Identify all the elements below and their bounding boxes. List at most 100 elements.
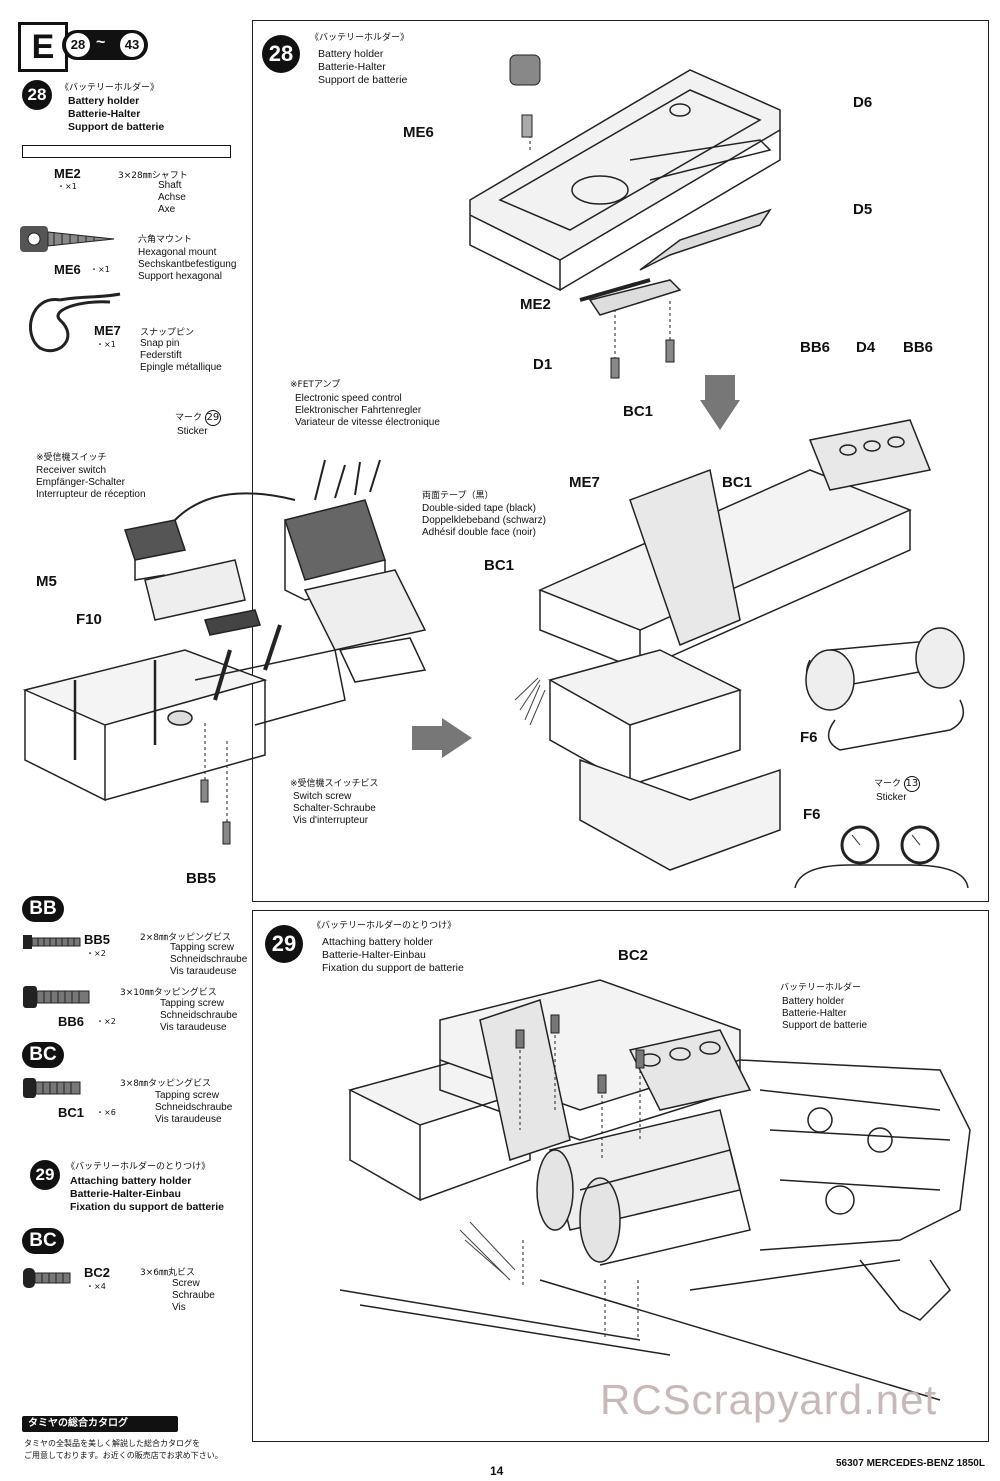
label-d6: D6	[853, 94, 873, 111]
bb5-jp: 2×8㎜タッピングビス	[140, 933, 231, 943]
tape-en: Double-sided tape (black)	[422, 503, 536, 514]
label-me2: ME2	[520, 296, 551, 313]
shaft-scale-box	[22, 145, 231, 158]
mark29-num: 29	[204, 410, 221, 426]
mark13-jp: マーク 13	[874, 776, 920, 792]
panel29-en: Attaching battery holder	[322, 936, 433, 948]
step28-panel	[252, 20, 989, 902]
bb6-en: Tapping screw	[160, 998, 224, 1009]
label-bb5: BB5	[186, 870, 217, 887]
fet-de: Elektronischer Fahrtenregler	[295, 405, 422, 416]
bb6-de: Schneidschraube	[160, 1010, 238, 1021]
me2-jp: 3×28㎜シャフト	[118, 171, 188, 181]
bb5-fr: Vis taraudeuse	[170, 966, 237, 977]
tape-jp: 両面テープ（黒）	[422, 491, 494, 501]
me6-de: Sechskantbefestigung	[138, 259, 237, 270]
mark13-en: Sticker	[876, 792, 907, 803]
receiver-en: Receiver switch	[36, 465, 107, 476]
holder-en: Battery holder	[782, 996, 845, 1007]
holder-de: Batterie-Halter	[782, 1008, 847, 1019]
switchscrew-fr: Vis d'interrupteur	[293, 815, 369, 826]
right-arrow-icon	[412, 718, 472, 758]
label-bc1-c: BC1	[484, 557, 515, 574]
bc-badge-2: BC	[22, 1228, 64, 1254]
bc2-fr: Vis	[172, 1302, 186, 1313]
panel29-de: Batterie-Halter-Einbau	[322, 949, 426, 961]
me6-code: ME6	[54, 262, 81, 277]
label-f6-b: F6	[803, 806, 821, 823]
page-number: 14	[490, 1464, 504, 1478]
section-letter: E	[18, 22, 68, 72]
panel28-badge: 28	[262, 35, 300, 73]
bb5-qty: ・×2	[86, 949, 106, 958]
bc1-qty: ・×6	[96, 1108, 116, 1117]
mark29-jp-text: マーク	[175, 413, 203, 423]
switchscrew-jp: ※受信機スイッチビス	[290, 779, 379, 789]
bb5-en: Tapping screw	[170, 942, 234, 953]
holder-jp: バッテリーホルダー	[780, 983, 862, 993]
panel29-badge: 29	[265, 925, 303, 963]
chassis-assembly-drawing	[340, 979, 971, 1401]
step29-panel	[252, 910, 989, 1442]
panel28-en: Battery holder	[318, 48, 384, 60]
bc2-qty: ・×4	[86, 1282, 106, 1291]
switchscrew-de: Schalter-Schraube	[293, 803, 376, 814]
bc1-screw-icon	[23, 1078, 81, 1098]
me6-jp: 六角マウント	[138, 235, 193, 245]
label-f6-a: F6	[800, 729, 818, 746]
step28-badge: 28	[22, 80, 52, 110]
me7-jp: スナップピン	[140, 328, 195, 338]
panel29-jp: 《バッテリーホルダーのとりつけ》	[312, 921, 457, 931]
bc1-code: BC1	[58, 1105, 85, 1120]
holder-fr: Support de batterie	[782, 1020, 868, 1031]
snap-pin-icon	[29, 292, 121, 353]
me7-fr: Epingle métallique	[140, 362, 222, 373]
bc1-de: Schneidschraube	[155, 1102, 233, 1113]
step28-fr: Support de batterie	[68, 121, 165, 133]
hex-mount-icon	[20, 226, 115, 252]
label-bb6-left: BB6	[800, 339, 831, 356]
label-bc1-a: BC1	[623, 403, 654, 420]
step29-fr: Fixation du support de batterie	[70, 1201, 225, 1213]
bb5-de: Schneidschraube	[170, 954, 248, 965]
gauge-sticker-drawing	[794, 825, 969, 889]
watermark: RCScrapyard.net	[600, 1376, 938, 1423]
label-bc1-b: BC1	[722, 474, 753, 491]
bc2-jp: 3×6㎜丸ビス	[140, 1268, 195, 1278]
mark29-en: Sticker	[177, 426, 208, 437]
step28-en: Battery holder	[68, 95, 140, 107]
me7-code: ME7	[94, 323, 121, 338]
panel29-fr: Fixation du support de batterie	[322, 962, 464, 974]
down-arrow-icon	[700, 375, 740, 430]
panel28-de: Batterie-Halter	[318, 61, 386, 73]
step-range-to: 43	[120, 33, 144, 57]
step29-jp: 《バッテリーホルダーのとりつけ》	[66, 1162, 211, 1172]
label-me7: ME7	[569, 474, 600, 491]
tape-fr: Adhésif double face (noir)	[422, 527, 536, 538]
label-bc2: BC2	[618, 947, 649, 964]
bb6-fr: Vis taraudeuse	[160, 1022, 227, 1033]
fuel-tank-switch-drawing	[22, 459, 427, 845]
me2-en: Shaft	[158, 180, 182, 191]
fet-en: Electronic speed control	[295, 393, 402, 404]
bb5-code: BB5	[84, 932, 111, 947]
bb-badge: BB	[22, 896, 64, 922]
bc2-de: Schraube	[172, 1290, 215, 1301]
step-range-from: 28	[66, 33, 90, 57]
label-me6: ME6	[403, 124, 434, 141]
step29-en: Attaching battery holder	[70, 1175, 192, 1187]
step-range-badge: 28 ~ 43	[62, 30, 148, 60]
bc-badge: BC	[22, 1042, 64, 1068]
catalog-line2: ご用意しております。お近くの販売店でお求め下さい。	[24, 1451, 223, 1460]
me7-en: Snap pin	[140, 338, 180, 349]
label-d4: D4	[856, 339, 876, 356]
bb6-code: BB6	[58, 1014, 85, 1029]
step28-de: Batterie-Halter	[68, 108, 141, 120]
mark13-jp-text: マーク	[874, 779, 902, 789]
fet-jp: ※FETアンプ	[290, 380, 341, 390]
me2-de: Achse	[158, 192, 186, 203]
panel28-jp: 《バッテリーホルダー》	[310, 33, 410, 43]
receiver-de: Empfänger-Schalter	[36, 477, 125, 488]
switchscrew-en: Switch screw	[293, 791, 352, 802]
me7-de: Federstift	[140, 350, 182, 361]
